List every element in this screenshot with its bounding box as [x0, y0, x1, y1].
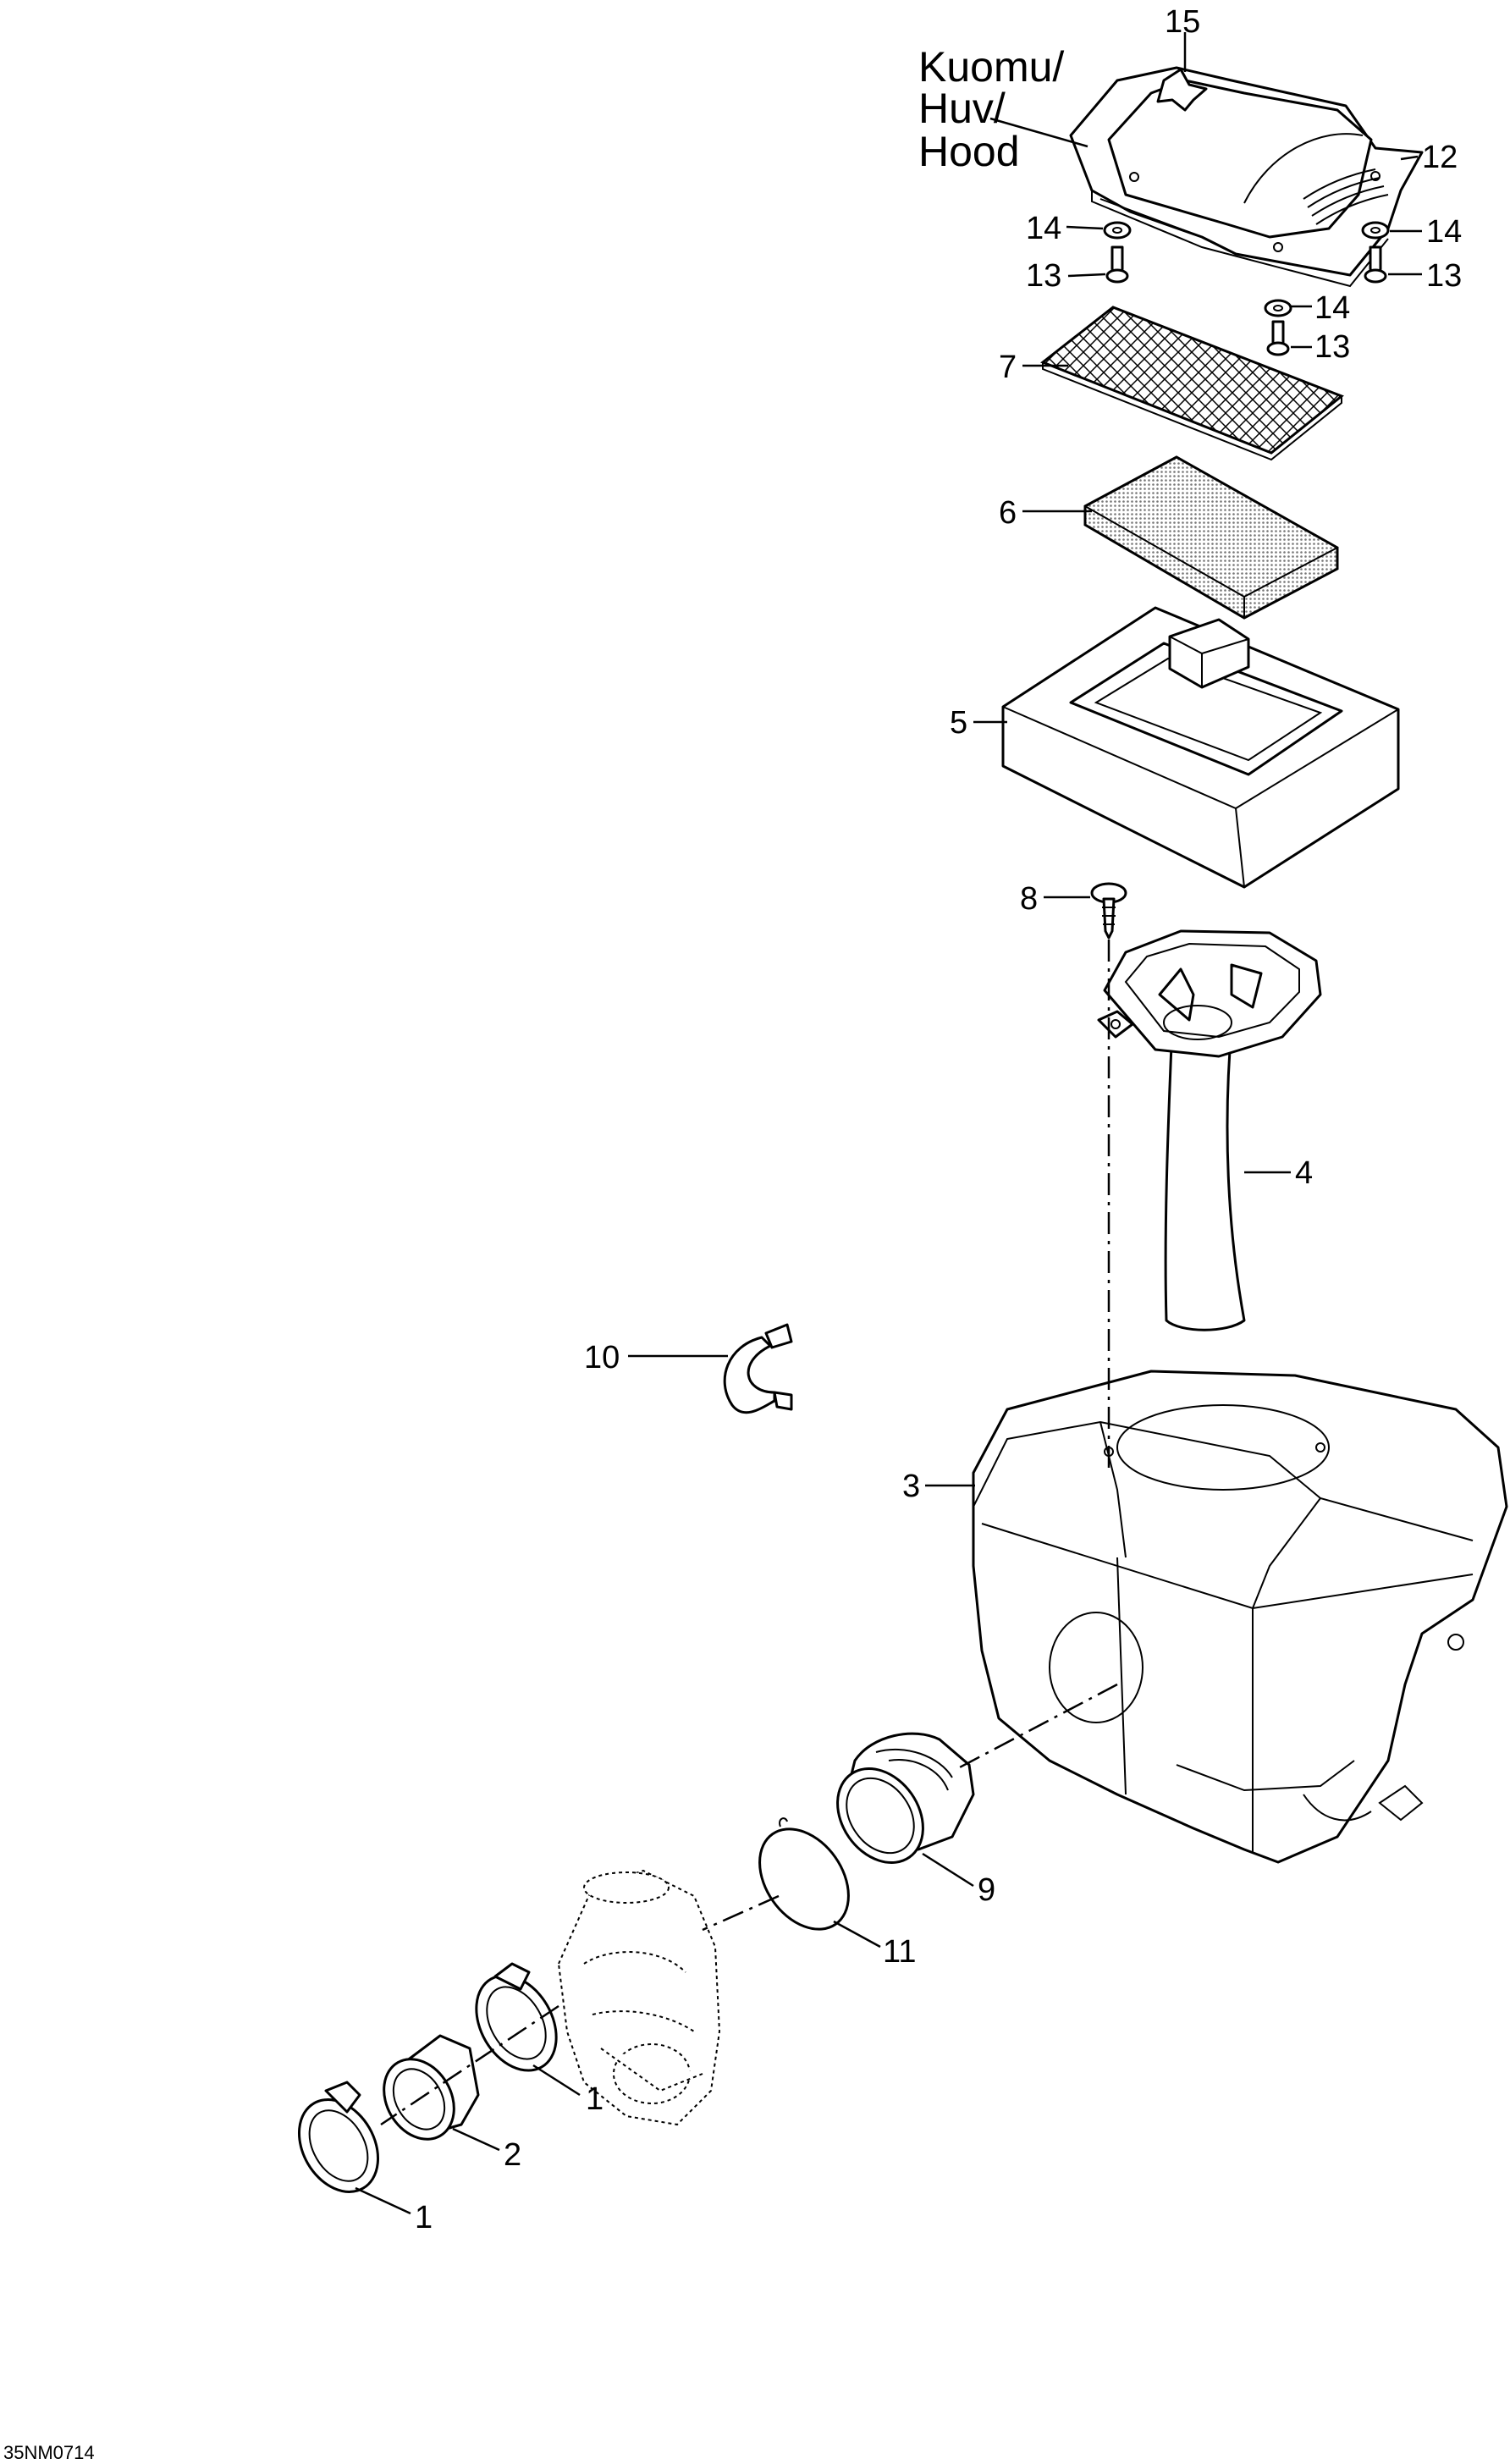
hood-part — [1069, 66, 1424, 288]
callout-1-lower: 1 — [415, 2200, 433, 2235]
callout-15: 15 — [1165, 4, 1200, 40]
callout-12: 12 — [1422, 140, 1458, 175]
foam-holder-part — [1001, 606, 1400, 889]
callout-1-upper: 1 — [586, 2081, 603, 2117]
push-pin-part — [1090, 882, 1127, 940]
callout-14-center: 14 — [1314, 290, 1350, 326]
callout-13-center: 13 — [1314, 329, 1350, 365]
sleeve-part — [383, 2034, 480, 2141]
assembly-axis-airbox — [956, 1683, 1118, 1771]
callout-6: 6 — [999, 495, 1017, 531]
adapter-part — [836, 1732, 975, 1865]
callout-13-left: 13 — [1026, 258, 1061, 294]
callout-4: 4 — [1295, 1155, 1313, 1191]
callout-2: 2 — [504, 2137, 521, 2173]
clamp-lower-part — [297, 2081, 380, 2193]
callout-14-left: 14 — [1026, 211, 1061, 246]
callout-3: 3 — [902, 1469, 920, 1504]
hood-label-line-2: Huv/ — [918, 85, 1006, 132]
hood-label-line-1: Kuomu/ — [918, 43, 1064, 91]
screen-part — [1040, 306, 1344, 461]
drawing-code: 35NM0714 — [3, 2442, 95, 2463]
filter-part — [1083, 455, 1339, 620]
carburetor-reference — [557, 1869, 721, 2126]
seal-part — [758, 1817, 850, 1931]
callout-7: 7 — [999, 350, 1017, 385]
hood-fasteners — [1103, 221, 1390, 356]
clamp-upper-part — [475, 1962, 558, 2072]
assembly-axis-seal — [702, 1894, 780, 1932]
assembly-axis-clamps — [380, 2004, 559, 2126]
callout-13-right: 13 — [1426, 258, 1462, 294]
callout-10: 10 — [584, 1340, 620, 1375]
callout-8: 8 — [1020, 881, 1038, 917]
strap-part — [723, 1323, 793, 1414]
callout-9: 9 — [978, 1872, 995, 1908]
intake-funnel-part — [1097, 929, 1322, 1331]
leader-lines — [355, 32, 1422, 2215]
callout-14-right: 14 — [1426, 214, 1462, 250]
callout-5: 5 — [950, 705, 967, 741]
hood-label-line-3: Hood — [918, 128, 1020, 175]
callout-11: 11 — [883, 1934, 916, 1970]
air-box-part — [972, 1370, 1508, 1864]
decal-part — [1156, 68, 1208, 112]
